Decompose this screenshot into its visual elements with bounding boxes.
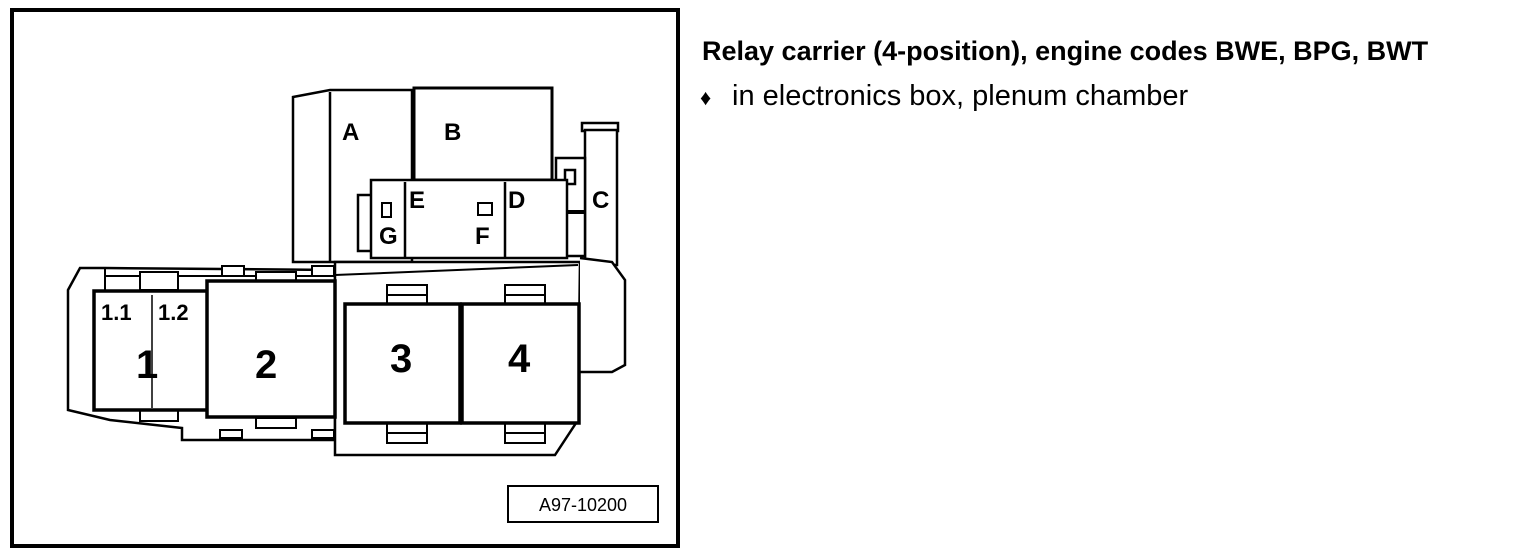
relay-carrier-figure: A B C D E F G 1.1 1.2 1 2 3 4 A97-10200 — [0, 0, 700, 554]
list-item: ♦ in electronics box, plenum chamber — [700, 78, 1500, 116]
label-relay-1-1: 1.1 — [101, 300, 132, 325]
bullet-list: ♦ in electronics box, plenum chamber — [700, 78, 1500, 116]
relay-1 — [92, 289, 210, 412]
label-D: D — [508, 187, 525, 214]
label-relay-1-2: 1.2 — [158, 300, 189, 325]
label-G: G — [379, 223, 398, 250]
figure-code: A97-10200 — [539, 495, 627, 515]
connector-C — [554, 121, 620, 267]
relay-block-DEFG — [356, 178, 569, 260]
page-title: Relay carrier (4-position), engine codes… — [702, 36, 1429, 66]
bullet-text: in electronics box, plenum chamber — [732, 80, 1189, 112]
relay-3 — [343, 302, 462, 425]
relay-2 — [205, 279, 337, 419]
label-relay-1: 1 — [136, 343, 158, 387]
diamond-bullet-icon: ♦ — [700, 85, 712, 110]
label-relay-2: 2 — [255, 343, 277, 387]
relay-B — [412, 86, 554, 182]
label-B: B — [444, 119, 461, 146]
label-relay-3: 3 — [390, 337, 412, 381]
figure-frame — [10, 8, 680, 548]
label-C: C — [592, 187, 609, 214]
label-A: A — [342, 119, 359, 146]
label-relay-4: 4 — [508, 337, 531, 381]
relay-4 — [460, 302, 581, 425]
label-E: E — [409, 187, 425, 214]
figure-code-box: A97-10200 — [507, 485, 659, 523]
relay-carrier-diagram: A B C D E F G 1.1 1.2 1 2 3 4 A97-10200 — [10, 8, 680, 548]
text-panel: Relay carrier (4-position), engine codes… — [700, 34, 1500, 116]
label-F: F — [475, 223, 490, 250]
